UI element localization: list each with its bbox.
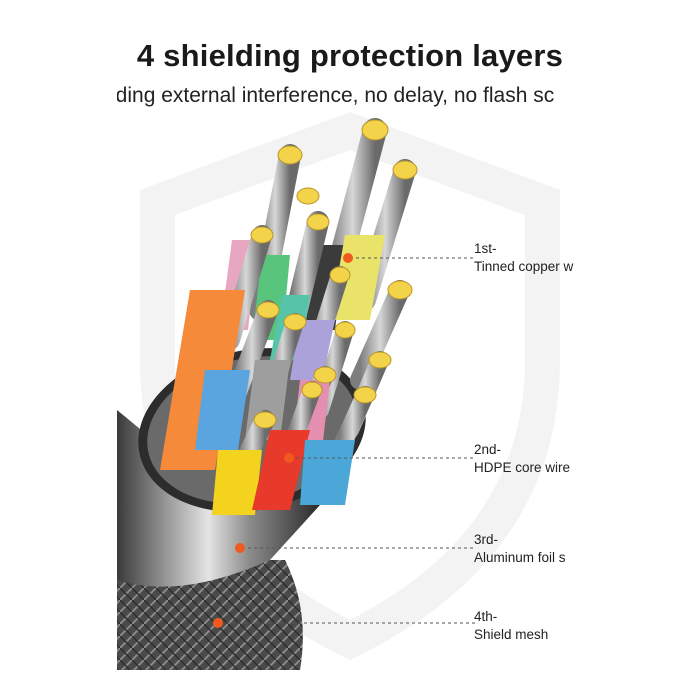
layer-1-name: Tinned copper w xyxy=(474,259,574,274)
cable-cross-section-illustration xyxy=(117,110,584,670)
callout-dot-1 xyxy=(343,253,353,263)
cable-illustration-svg xyxy=(117,112,560,670)
layer-3-name: Aluminum foil s xyxy=(474,550,566,565)
layer-1-label: 1st- Tinned copper w xyxy=(474,240,584,280)
layer-1-number: 1st- xyxy=(474,241,497,256)
callout-dot-3 xyxy=(235,543,245,553)
layer-3-label: 3rd- Aluminum foil s xyxy=(474,531,584,571)
layer-2-label: 2nd- HDPE core wire xyxy=(474,441,584,481)
subtitle-text: lding external interference, no delay, n… xyxy=(117,84,555,107)
blue-insulated-wire xyxy=(300,440,355,505)
callout-dot-2 xyxy=(284,453,294,463)
subtitle: lding external interference, no delay, n… xyxy=(117,84,584,114)
layer-4-number: 4th- xyxy=(474,609,498,624)
layer-4-label: 4th- Shield mesh xyxy=(474,608,584,648)
shield-mesh-layer xyxy=(117,560,303,670)
layer-4-name: Shield mesh xyxy=(474,627,549,642)
layer-3-number: 3rd- xyxy=(474,532,499,547)
page-title: 4 shielding protection layers xyxy=(136,38,564,73)
callout-dot-4 xyxy=(213,618,223,628)
layer-2-number: 2nd- xyxy=(474,442,502,457)
red-insulated-wire xyxy=(252,430,310,510)
yellow-insulated-wire xyxy=(212,450,262,515)
orange-insulated-wire xyxy=(160,290,245,470)
layer-2-name: HDPE core wire xyxy=(474,460,571,475)
